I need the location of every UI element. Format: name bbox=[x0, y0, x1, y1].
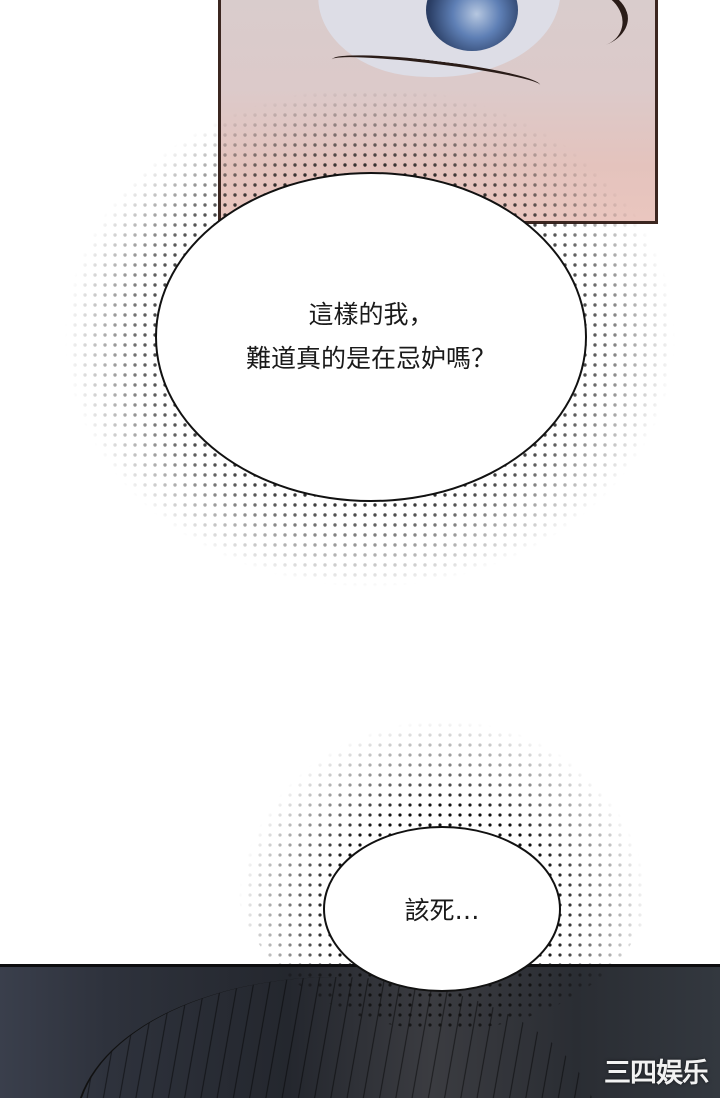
bubble-line-1: 該死… bbox=[404, 896, 480, 925]
bubble-line-2: 難道真的是在忌妒嗎？ bbox=[245, 344, 496, 373]
upper-eyelash bbox=[543, 0, 635, 61]
bubble-text: 這樣的我， 難道真的是在忌妒嗎？ bbox=[246, 293, 496, 381]
bubble-line-1: 這樣的我， bbox=[308, 300, 434, 329]
speech-bubble-damn: 該死… bbox=[323, 826, 561, 992]
watermark: 三四娱乐 bbox=[604, 1058, 709, 1089]
speech-bubble-jealousy: 這樣的我， 難道真的是在忌妒嗎？ bbox=[155, 172, 587, 502]
